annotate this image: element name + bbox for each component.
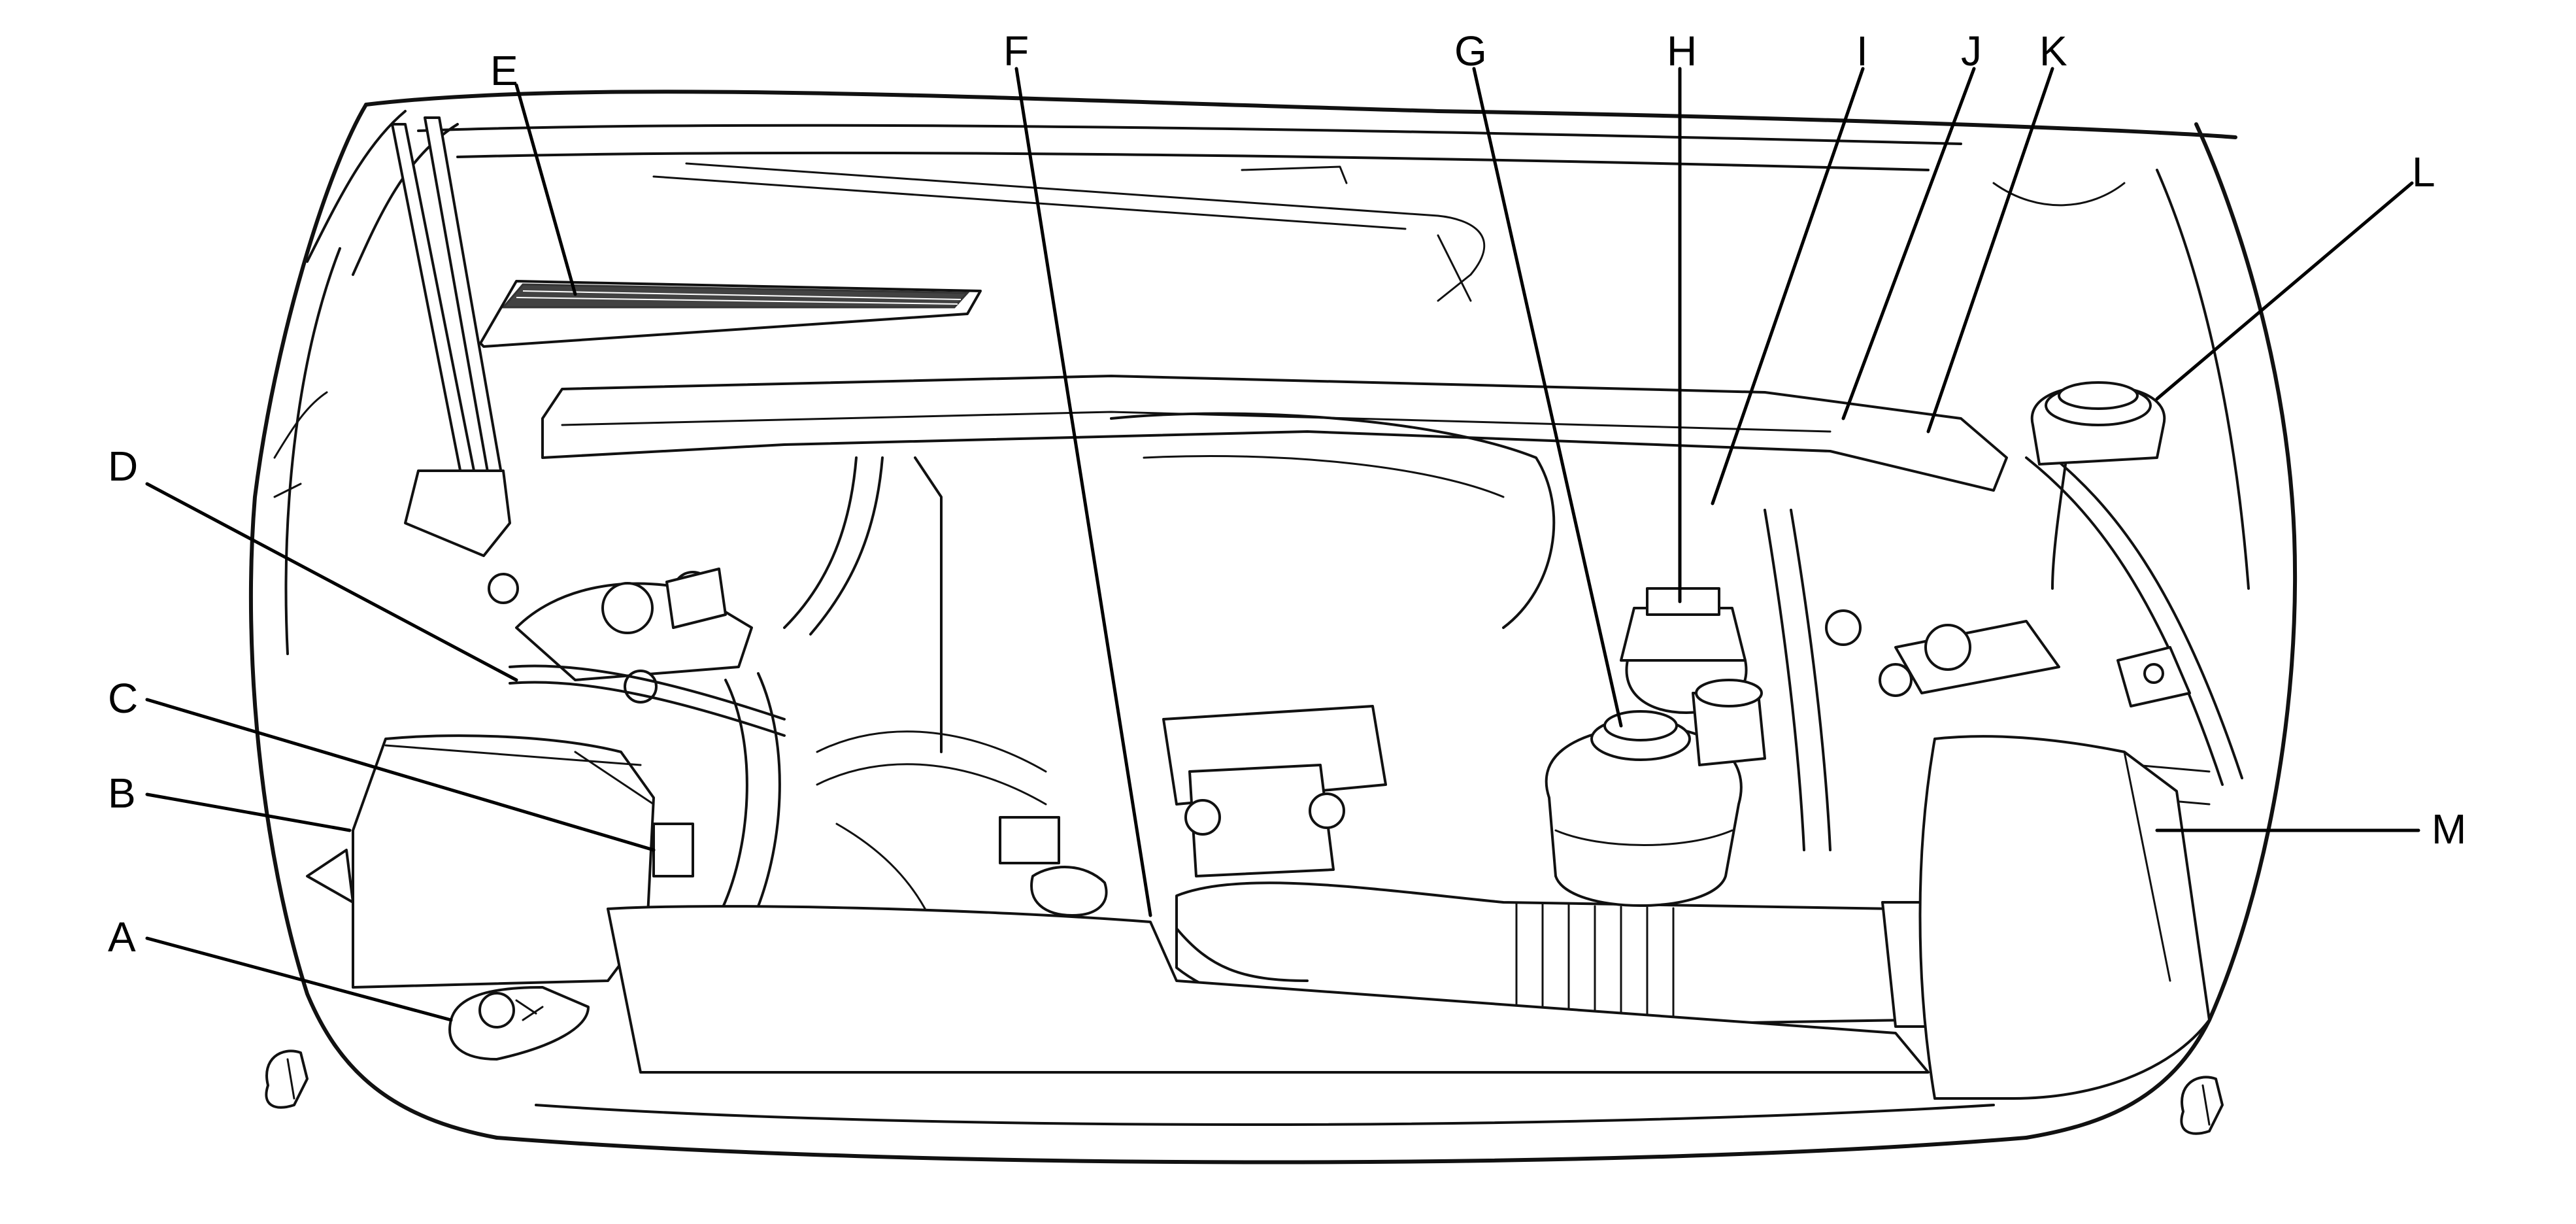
- front-air-channel: [607, 905, 1930, 1074]
- callout-labels: A B C D E F G H I J K L M: [108, 27, 2466, 960]
- callout-l: L: [2412, 148, 2435, 196]
- callout-a: A: [108, 913, 136, 960]
- callout-k: K: [2039, 27, 2067, 75]
- cabin-air-filter: [479, 280, 982, 348]
- bumper-mount-right: [2180, 1076, 2224, 1135]
- leader-a: [145, 936, 453, 1022]
- leader-e: [514, 83, 577, 296]
- bumper-mount-left: [265, 1049, 309, 1109]
- leader-c: [145, 698, 656, 852]
- engine-cover-brace: [541, 375, 2008, 492]
- leader-k: [1926, 67, 2054, 434]
- leader-g: [1472, 67, 1623, 728]
- leader-lines: [145, 67, 2420, 1022]
- intake-manifold: [914, 412, 1556, 877]
- callout-g: G: [1454, 27, 1487, 75]
- leader-b: [145, 792, 352, 832]
- leader-i: [1711, 67, 1865, 505]
- callout-e: E: [490, 47, 518, 94]
- callout-b: B: [108, 770, 136, 817]
- left-strut-tower: [488, 568, 753, 704]
- callout-h: H: [1667, 27, 1697, 75]
- engine-coolant-tank: [1545, 679, 1766, 907]
- hood-prop-rod: [391, 116, 511, 557]
- callout-m: M: [2432, 806, 2466, 853]
- callout-d: D: [108, 443, 138, 490]
- coolant-pressure-cap: [2030, 381, 2166, 590]
- left-center-hoses: [509, 456, 1108, 930]
- air-cleaner-housing: [1918, 646, 2211, 1100]
- cowl-panel: [417, 124, 2126, 302]
- callout-f: F: [1003, 27, 1029, 75]
- callout-c: C: [108, 675, 138, 722]
- leader-l: [2155, 181, 2414, 401]
- fuse-block: [306, 734, 694, 989]
- leader-f: [1014, 67, 1152, 917]
- leader-d: [145, 482, 518, 682]
- callout-j: J: [1961, 27, 1982, 75]
- callout-i: I: [1856, 27, 1868, 75]
- hood-outline: [248, 90, 2298, 1164]
- washer-fluid-cap: [448, 986, 590, 1061]
- right-strut-tower: [1764, 450, 2243, 851]
- leader-j: [1841, 67, 1976, 420]
